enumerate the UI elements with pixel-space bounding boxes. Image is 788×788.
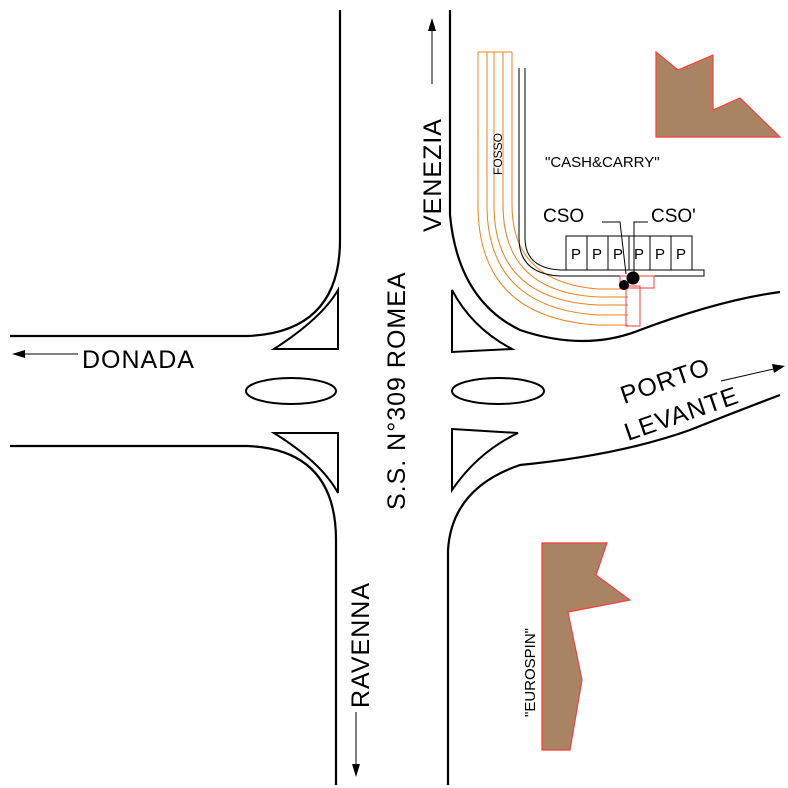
- island-ellipse-east: [451, 377, 545, 405]
- ditch-lines: [477, 51, 628, 326]
- road-label-west: DONADA: [82, 346, 195, 374]
- island-ne: [451, 289, 516, 354]
- arrow-north: [428, 18, 436, 84]
- cash-and-carry-label: "CASH&CARRY": [545, 154, 660, 171]
- svg-text:P: P: [655, 246, 665, 263]
- road-label-south: RAVENNA: [347, 582, 375, 708]
- cso-left-label: CSO: [543, 206, 584, 227]
- svg-text:P: P: [676, 246, 686, 263]
- road-edge-ne: [448, 10, 781, 343]
- road-edge-nw: [10, 10, 342, 338]
- parking-outline: [518, 68, 705, 277]
- road-edge-se: [446, 393, 781, 785]
- cso-markers: [602, 221, 655, 327]
- island-ellipse-west: [245, 377, 337, 405]
- svg-text:P: P: [592, 246, 602, 263]
- svg-text:P: P: [571, 246, 581, 263]
- arrow-south: [352, 712, 360, 777]
- cso-point-right: [626, 271, 640, 285]
- road-label-north: VENEZIA: [419, 118, 447, 232]
- eurospin-building: [541, 542, 632, 751]
- parking-labels: P P P P P P: [571, 246, 686, 263]
- island-nw: [270, 286, 339, 350]
- main-road-label: S.S. N°309 ROMEA: [383, 271, 411, 510]
- arrow-west: [12, 350, 78, 358]
- ditch-label: FOSSO: [491, 133, 505, 175]
- parking-dividers: [586, 236, 672, 270]
- island-sw: [270, 432, 339, 494]
- eurospin-label: "EUROSPIN": [522, 628, 539, 717]
- island-se: [451, 427, 519, 494]
- cso-right-label: CSO': [651, 206, 696, 227]
- road-edge-sw: [10, 444, 338, 785]
- svg-text:P: P: [613, 246, 623, 263]
- arrow-east: [720, 364, 785, 382]
- cso-point-left: [619, 280, 629, 290]
- svg-text:P: P: [634, 246, 644, 263]
- cash-and-carry-building: [655, 50, 782, 138]
